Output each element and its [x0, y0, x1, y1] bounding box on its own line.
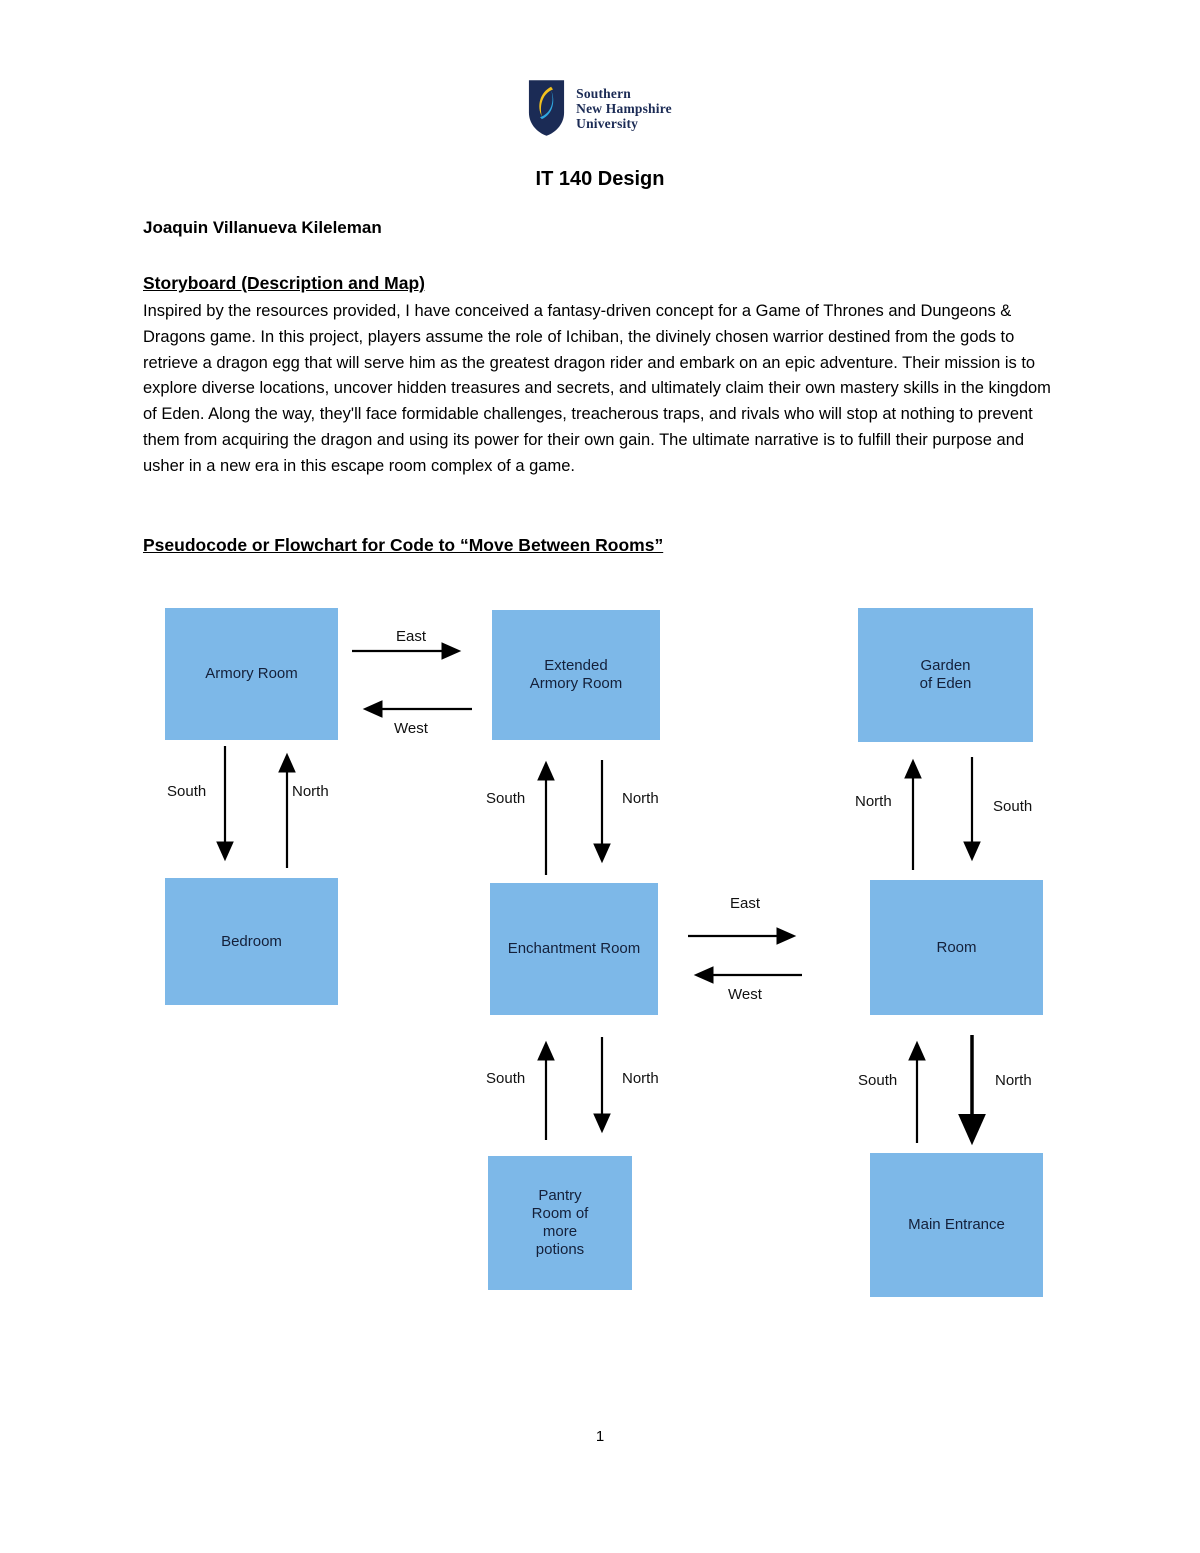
- direction-label-south: South: [858, 1072, 898, 1089]
- room-box-armory: Armory Room: [165, 608, 338, 740]
- snhu-wordmark-line3: University: [576, 115, 639, 131]
- flowchart-arrows: [216, 642, 986, 1146]
- direction-label-north: North: [995, 1072, 1032, 1089]
- direction-label-north: North: [622, 790, 659, 807]
- direction-label-south: South: [486, 1070, 526, 1087]
- room-box-bedroom: Bedroom: [165, 878, 338, 1005]
- snhu-shield-icon: [529, 80, 565, 136]
- direction-label-south: South: [167, 783, 207, 800]
- room-flowchart: Armory Room Extended Armory Room Garden …: [0, 600, 1200, 1300]
- room-box-extended-armory: Extended Armory Room: [492, 610, 660, 740]
- direction-label-east: East: [730, 895, 761, 912]
- direction-label-south: South: [993, 798, 1033, 815]
- direction-label-west: West: [394, 720, 428, 737]
- direction-label-east: East: [396, 628, 427, 645]
- pseudocode-heading: Pseudocode or Flowchart for Code to “Mov…: [143, 535, 664, 555]
- direction-label-north: North: [292, 783, 329, 800]
- snhu-logo: Southern New Hampshire University: [0, 78, 1200, 138]
- direction-label-west: West: [728, 986, 762, 1003]
- storyboard-paragraph: Inspired by the resources provided, I ha…: [143, 302, 1051, 475]
- page-number: 1: [595, 1428, 605, 1445]
- document-title: IT 140 Design: [535, 168, 665, 190]
- room-box-pantry: Pantry Room of more potions: [488, 1156, 632, 1290]
- author-name: Joaquin Villanueva Kileleman: [143, 218, 382, 237]
- direction-label-north: North: [622, 1070, 659, 1087]
- room-box-main-entrance: Main Entrance: [870, 1153, 1043, 1297]
- snhu-wordmark: Southern New Hampshire University: [576, 86, 672, 131]
- direction-label-north: North: [855, 793, 892, 810]
- snhu-wordmark-line1: Southern: [576, 85, 631, 101]
- snhu-wordmark-line2: New Hampshire: [576, 100, 672, 116]
- room-box-enchantment: Enchantment Room: [490, 883, 658, 1015]
- room-box-room: Room: [870, 880, 1043, 1015]
- direction-label-south: South: [486, 790, 526, 807]
- storyboard-heading: Storyboard (Description and Map): [143, 273, 425, 293]
- room-box-garden-of-eden: Garden of Eden: [858, 608, 1033, 742]
